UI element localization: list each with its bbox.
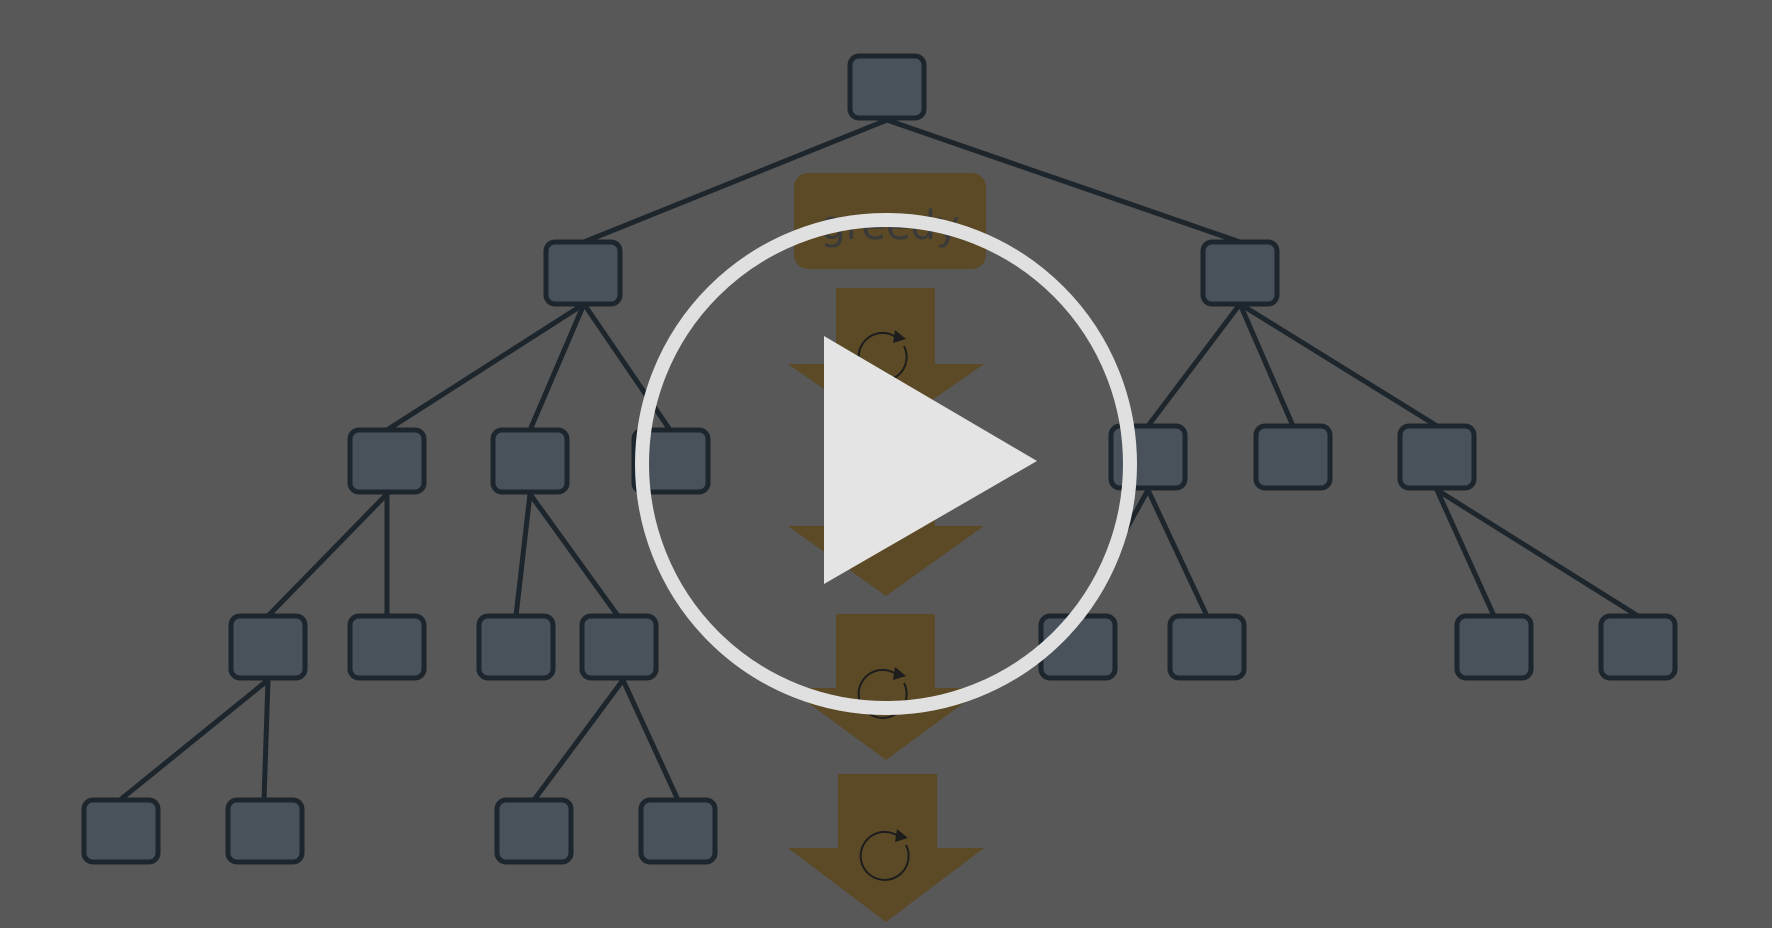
play-button[interactable]: [635, 213, 1137, 715]
play-icon: [824, 336, 1037, 584]
refresh-icon: [859, 829, 910, 881]
tree-edge: [1145, 301, 1243, 429]
tree-node: [1454, 613, 1534, 681]
tree-edge: [513, 491, 533, 619]
tree-node: [631, 427, 711, 495]
tree-edge: [581, 301, 673, 433]
tree-node: [1598, 613, 1678, 681]
tree-edge: [1237, 301, 1440, 429]
tree-edge: [531, 677, 626, 803]
tree-node: [228, 613, 308, 681]
tree-edge: [261, 677, 271, 803]
tree-edge: [1145, 487, 1210, 619]
tree-edge: [117, 677, 271, 803]
tree-node: [1167, 613, 1247, 681]
tree-node: [490, 427, 570, 495]
tree-node: [476, 613, 556, 681]
tree-node: [347, 427, 427, 495]
tree-node: [579, 613, 659, 681]
tree-edge: [384, 301, 587, 433]
tree-node: [847, 53, 927, 121]
tree-edge: [527, 301, 587, 433]
tree-edge: [527, 491, 621, 619]
tree-edge: [581, 117, 890, 245]
down-arrow: [788, 774, 984, 922]
tree-node: [81, 797, 161, 865]
play-button-ring: [635, 213, 1137, 715]
tree-edge: [1434, 487, 1497, 619]
down-arrow: [788, 614, 984, 760]
tree-node: [638, 797, 718, 865]
tree-edge: [1434, 487, 1641, 619]
tree-node: [1200, 239, 1280, 307]
tree-node: [494, 797, 574, 865]
tree-node: [1397, 423, 1477, 491]
tree-node: [225, 797, 305, 865]
tree-node: [543, 239, 623, 307]
tree-edge: [265, 491, 390, 619]
tree-node: [1253, 423, 1333, 491]
tree-edge: [884, 117, 1243, 245]
tree-edge: [620, 677, 681, 803]
tree-edge: [1237, 301, 1296, 429]
tree-node: [347, 613, 427, 681]
tree-nodes: [81, 53, 1678, 865]
